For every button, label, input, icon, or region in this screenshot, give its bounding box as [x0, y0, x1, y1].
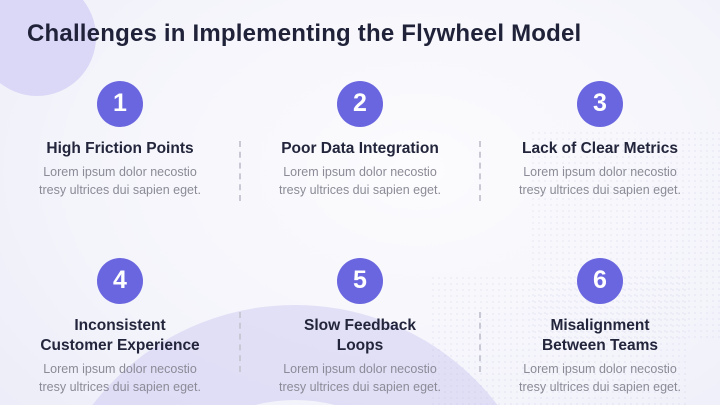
- number-badge-6: 6: [577, 258, 623, 304]
- item-description: Lorem ipsum dolor necostio tresy ultrice…: [519, 165, 681, 197]
- item-title: High Friction Points: [46, 140, 194, 157]
- number-badge-1: 1: [97, 81, 143, 127]
- item-description: Lorem ipsum dolor necostio tresy ultrice…: [39, 165, 201, 197]
- item-title: Slow Feedback Loops: [304, 317, 416, 355]
- items-row-bottom: 4 Inconsistent Customer Experience Lorem…: [0, 258, 720, 397]
- dashed-divider: [479, 141, 481, 201]
- dashed-divider: [239, 141, 241, 201]
- challenge-item-2: 2 Poor Data Integration Lorem ipsum dolo…: [240, 81, 480, 200]
- challenge-item-3: 3 Lack of Clear Metrics Lorem ipsum dolo…: [480, 81, 720, 200]
- items-row-top: 1 High Friction Points Lorem ipsum dolor…: [0, 81, 720, 200]
- item-description: Lorem ipsum dolor necostio tresy ultrice…: [39, 362, 201, 395]
- item-title: Poor Data Integration: [281, 140, 439, 157]
- challenge-item-4: 4 Inconsistent Customer Experience Lorem…: [0, 258, 240, 397]
- item-title: Misalignment Between Teams: [541, 317, 658, 355]
- item-description: Lorem ipsum dolor necostio tresy ultrice…: [279, 165, 441, 197]
- number-badge-3: 3: [577, 81, 623, 127]
- item-title: Lack of Clear Metrics: [522, 140, 678, 157]
- dashed-divider: [239, 312, 241, 372]
- item-number: 1: [113, 88, 127, 117]
- number-badge-2: 2: [337, 81, 383, 127]
- item-description: Lorem ipsum dolor necostio tresy ultrice…: [279, 362, 441, 395]
- item-number: 6: [593, 265, 607, 294]
- number-badge-5: 5: [337, 258, 383, 304]
- item-description: Lorem ipsum dolor necostio tresy ultrice…: [519, 362, 681, 395]
- item-number: 3: [593, 88, 607, 117]
- number-badge-4: 4: [97, 258, 143, 304]
- challenge-item-6: 6 Misalignment Between Teams Lorem ipsum…: [480, 258, 720, 397]
- challenge-item-5: 5 Slow Feedback Loops Lorem ipsum dolor …: [240, 258, 480, 397]
- challenge-item-1: 1 High Friction Points Lorem ipsum dolor…: [0, 81, 240, 200]
- item-number: 5: [353, 265, 367, 294]
- item-title: Inconsistent Customer Experience: [40, 317, 200, 355]
- item-number: 4: [113, 265, 127, 294]
- dashed-divider: [479, 312, 481, 372]
- slide-title: Challenges in Implementing the Flywheel …: [27, 20, 582, 47]
- item-number: 2: [353, 88, 367, 117]
